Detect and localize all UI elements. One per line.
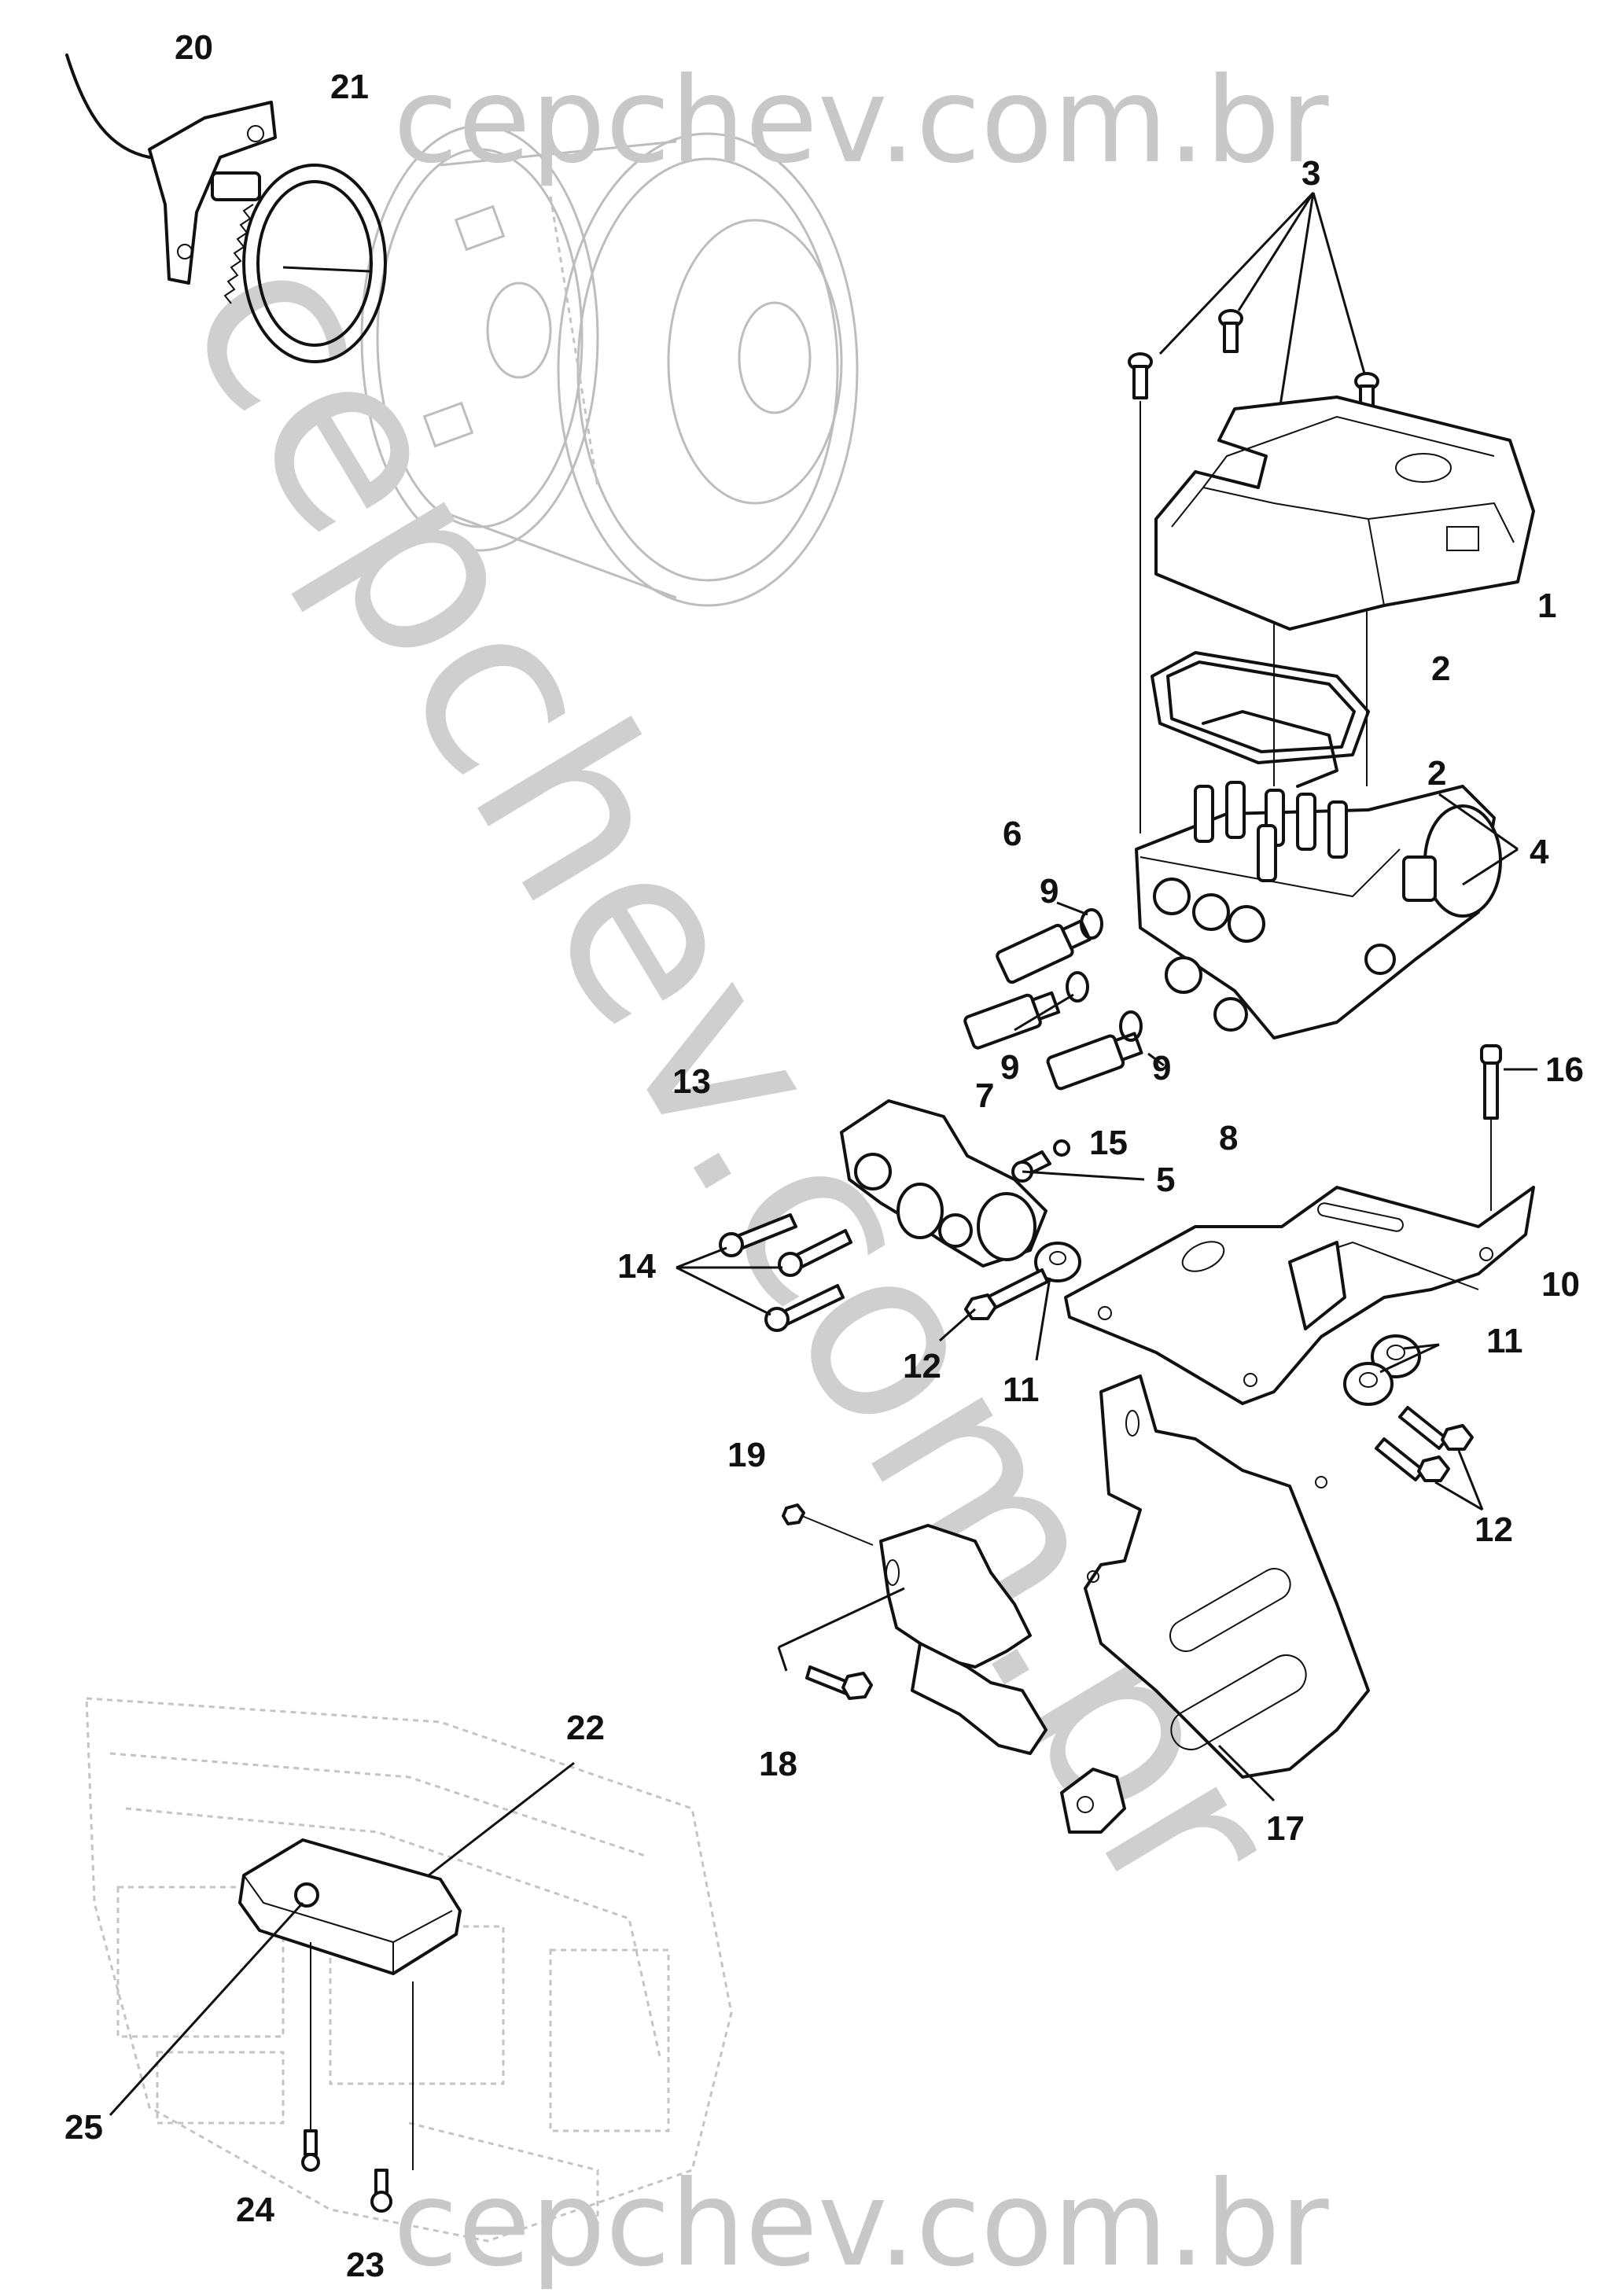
bracket-bolt [1480, 1044, 1537, 1211]
callout-23: 23 [346, 2246, 385, 2284]
module-fasteners [301, 1942, 414, 2213]
electronic-control-module [238, 1761, 575, 1975]
fitting-7 [963, 991, 1061, 1050]
callout-20: 20 [175, 28, 213, 67]
dashboard-background [85, 1697, 733, 2243]
wheel-speed-sensor [65, 53, 277, 285]
callout-5: 5 [1156, 1161, 1175, 1199]
brake-disc-background [360, 124, 859, 607]
callout-21: 21 [330, 68, 369, 106]
watermark: cepchev.com.br cepchev.com.br cepchev.co… [133, 53, 1333, 2293]
callout-22: 22 [566, 1709, 605, 1747]
abs-control-module-cover [1154, 396, 1535, 631]
callout-6: 6 [1003, 815, 1022, 853]
callout-10: 10 [1541, 1265, 1580, 1304]
callout-8: 8 [1219, 1119, 1238, 1157]
callout-16: 16 [1545, 1050, 1584, 1089]
callout-11: 11 [1486, 1322, 1523, 1360]
callout-11: 11 [1003, 1371, 1040, 1409]
callout-17: 17 [1266, 1809, 1305, 1848]
brake-line-fittings [963, 919, 1143, 1091]
callout-18: 18 [759, 1745, 797, 1783]
callout-2: 2 [1431, 649, 1450, 688]
callout-4: 4 [1530, 833, 1549, 871]
hydraulic-modulator [1135, 781, 1519, 1039]
callout-13: 13 [672, 1062, 711, 1101]
callout-15: 15 [1089, 1124, 1128, 1162]
fitting-8 [1046, 1032, 1143, 1091]
callout-12: 12 [903, 1347, 941, 1385]
cover-screw [1218, 309, 1243, 353]
insulator-bolts [939, 1268, 1484, 1511]
callout-labels: 1 2 2 3 4 5 6 7 8 9 9 9 10 11 11 12 12 1… [64, 28, 1584, 2284]
watermark-bottom: cepchev.com.br [393, 2156, 1329, 2293]
lower-support-bracket [879, 1374, 1370, 1834]
bleeder-and-tube-nut [1011, 1139, 1145, 1183]
callout-19: 19 [727, 1436, 766, 1474]
cover-screws [1128, 191, 1379, 833]
callout-1: 1 [1537, 587, 1556, 625]
callout-12: 12 [1475, 1510, 1513, 1549]
bracket-insulators [1034, 1242, 1440, 1406]
callout-3: 3 [1302, 154, 1320, 193]
fitting-o-rings [1014, 901, 1165, 1067]
valve-mounting-bolts [676, 1213, 852, 1332]
callout-9: 9 [1152, 1049, 1171, 1087]
callout-9: 9 [1040, 872, 1059, 911]
callout-24: 24 [236, 2191, 274, 2229]
callout-25: 25 [64, 2108, 103, 2147]
sensor-tone-ring [223, 164, 387, 363]
watermark-top: cepchev.com.br [393, 53, 1329, 189]
cover-screw [1128, 352, 1153, 399]
module-gaskets [1151, 651, 1370, 788]
callout-7: 7 [975, 1076, 994, 1115]
support-bolt-and-nut [777, 1503, 905, 1700]
callout-14: 14 [617, 1247, 656, 1286]
callout-9: 9 [1000, 1048, 1019, 1087]
module-mounting-bracket [1064, 1186, 1535, 1405]
callout-2: 2 [1427, 754, 1446, 793]
proportioning-valve [840, 1099, 1047, 1268]
